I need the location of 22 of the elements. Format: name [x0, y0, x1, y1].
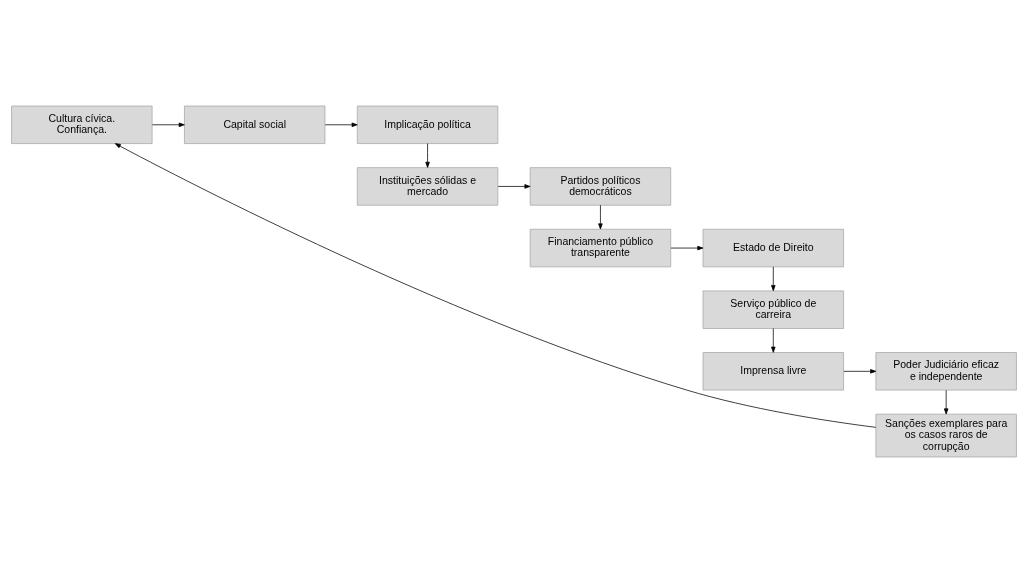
node-box: Financiamento público transparente: [529, 228, 672, 268]
arrow: [943, 389, 949, 415]
node-box: Imprensa livre: [702, 352, 844, 391]
arrow: [843, 369, 877, 374]
node-box: Implicação política: [356, 105, 499, 144]
node-box: Capital social: [184, 105, 326, 144]
arrow: [114, 143, 877, 428]
arrow: [771, 328, 776, 353]
arrow: [324, 122, 358, 127]
node-box: Instituições sólidas e mercado: [356, 167, 499, 206]
arrow: [152, 122, 185, 127]
arrow: [425, 143, 430, 168]
arrow: [771, 266, 776, 292]
arrow: [497, 184, 531, 189]
node-box: Estado de Direito: [702, 228, 844, 268]
node-box: Cultura cívica. Confiança.: [11, 105, 153, 144]
arrow: [670, 245, 704, 251]
node-box: Partidos políticos democráticos: [529, 167, 672, 206]
node-box: Serviço público de carreira: [702, 290, 844, 329]
node-box: Poder Judiciário eficaz e independente: [875, 352, 1017, 391]
arrow: [598, 204, 603, 230]
node-box: Sanções exemplares para os casos raros de corrupção: [875, 413, 1017, 458]
